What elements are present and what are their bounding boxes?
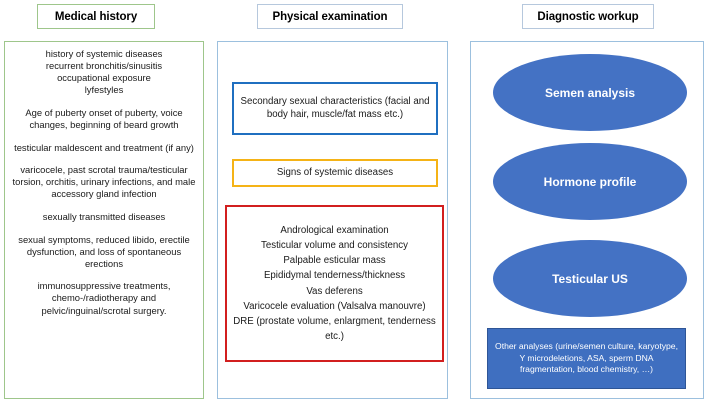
medical-history-item: Age of puberty onset of puberty, voice c… — [25, 106, 183, 130]
column-header-physical-examination: Physical examination — [257, 4, 403, 29]
medical-history-item: sexual symptoms, reduced libido, erectil… — [18, 233, 190, 269]
medical-history-item: sexually transmitted diseases — [42, 210, 166, 222]
box-signs-of-systemic-diseases-text: Signs of systemic diseases — [276, 166, 394, 178]
column-header-medical-history: Medical history — [37, 4, 155, 29]
ellipse-hormone-profile-label: Hormone profile — [543, 174, 637, 189]
panel-medical-history — [4, 41, 204, 399]
medical-history-item: testicular maldescent and treatment (if … — [14, 141, 194, 153]
column-header-diagnostic-workup-label: Diagnostic workup — [537, 10, 639, 23]
ellipse-testicular-us-label: Testicular US — [552, 271, 628, 286]
column-header-diagnostic-workup: Diagnostic workup — [522, 4, 654, 29]
box-andrological-examination-text: Andrological examination Testicular volu… — [233, 225, 436, 342]
medical-history-item: immunosuppressive treatments, chemo-/rad… — [37, 280, 171, 316]
ellipse-semen-analysis-label: Semen analysis — [544, 85, 636, 100]
medical-history-content: history of systemic diseases recurrent b… — [8, 48, 200, 317]
box-secondary-sexual-characteristics-text: Secondary sexual characteristics (facial… — [240, 95, 430, 120]
box-other-analyses-text: Other analyses (urine/semen culture, kar… — [495, 341, 678, 375]
ellipse-semen-analysis: Semen analysis — [493, 54, 687, 131]
box-andrological-examination: Andrological examination Testicular volu… — [225, 205, 444, 362]
medical-history-item: varicocele, past scrotal trauma/testicul… — [12, 164, 196, 200]
box-other-analyses: Other analyses (urine/semen culture, kar… — [487, 328, 686, 389]
ellipse-hormone-profile: Hormone profile — [493, 143, 687, 220]
box-secondary-sexual-characteristics: Secondary sexual characteristics (facial… — [232, 82, 438, 135]
ellipse-testicular-us: Testicular US — [493, 240, 687, 317]
column-header-physical-examination-label: Physical examination — [272, 10, 388, 23]
medical-history-item: history of systemic diseases recurrent b… — [45, 48, 163, 96]
box-signs-of-systemic-diseases: Signs of systemic diseases — [232, 159, 438, 187]
column-header-medical-history-label: Medical history — [54, 10, 138, 23]
